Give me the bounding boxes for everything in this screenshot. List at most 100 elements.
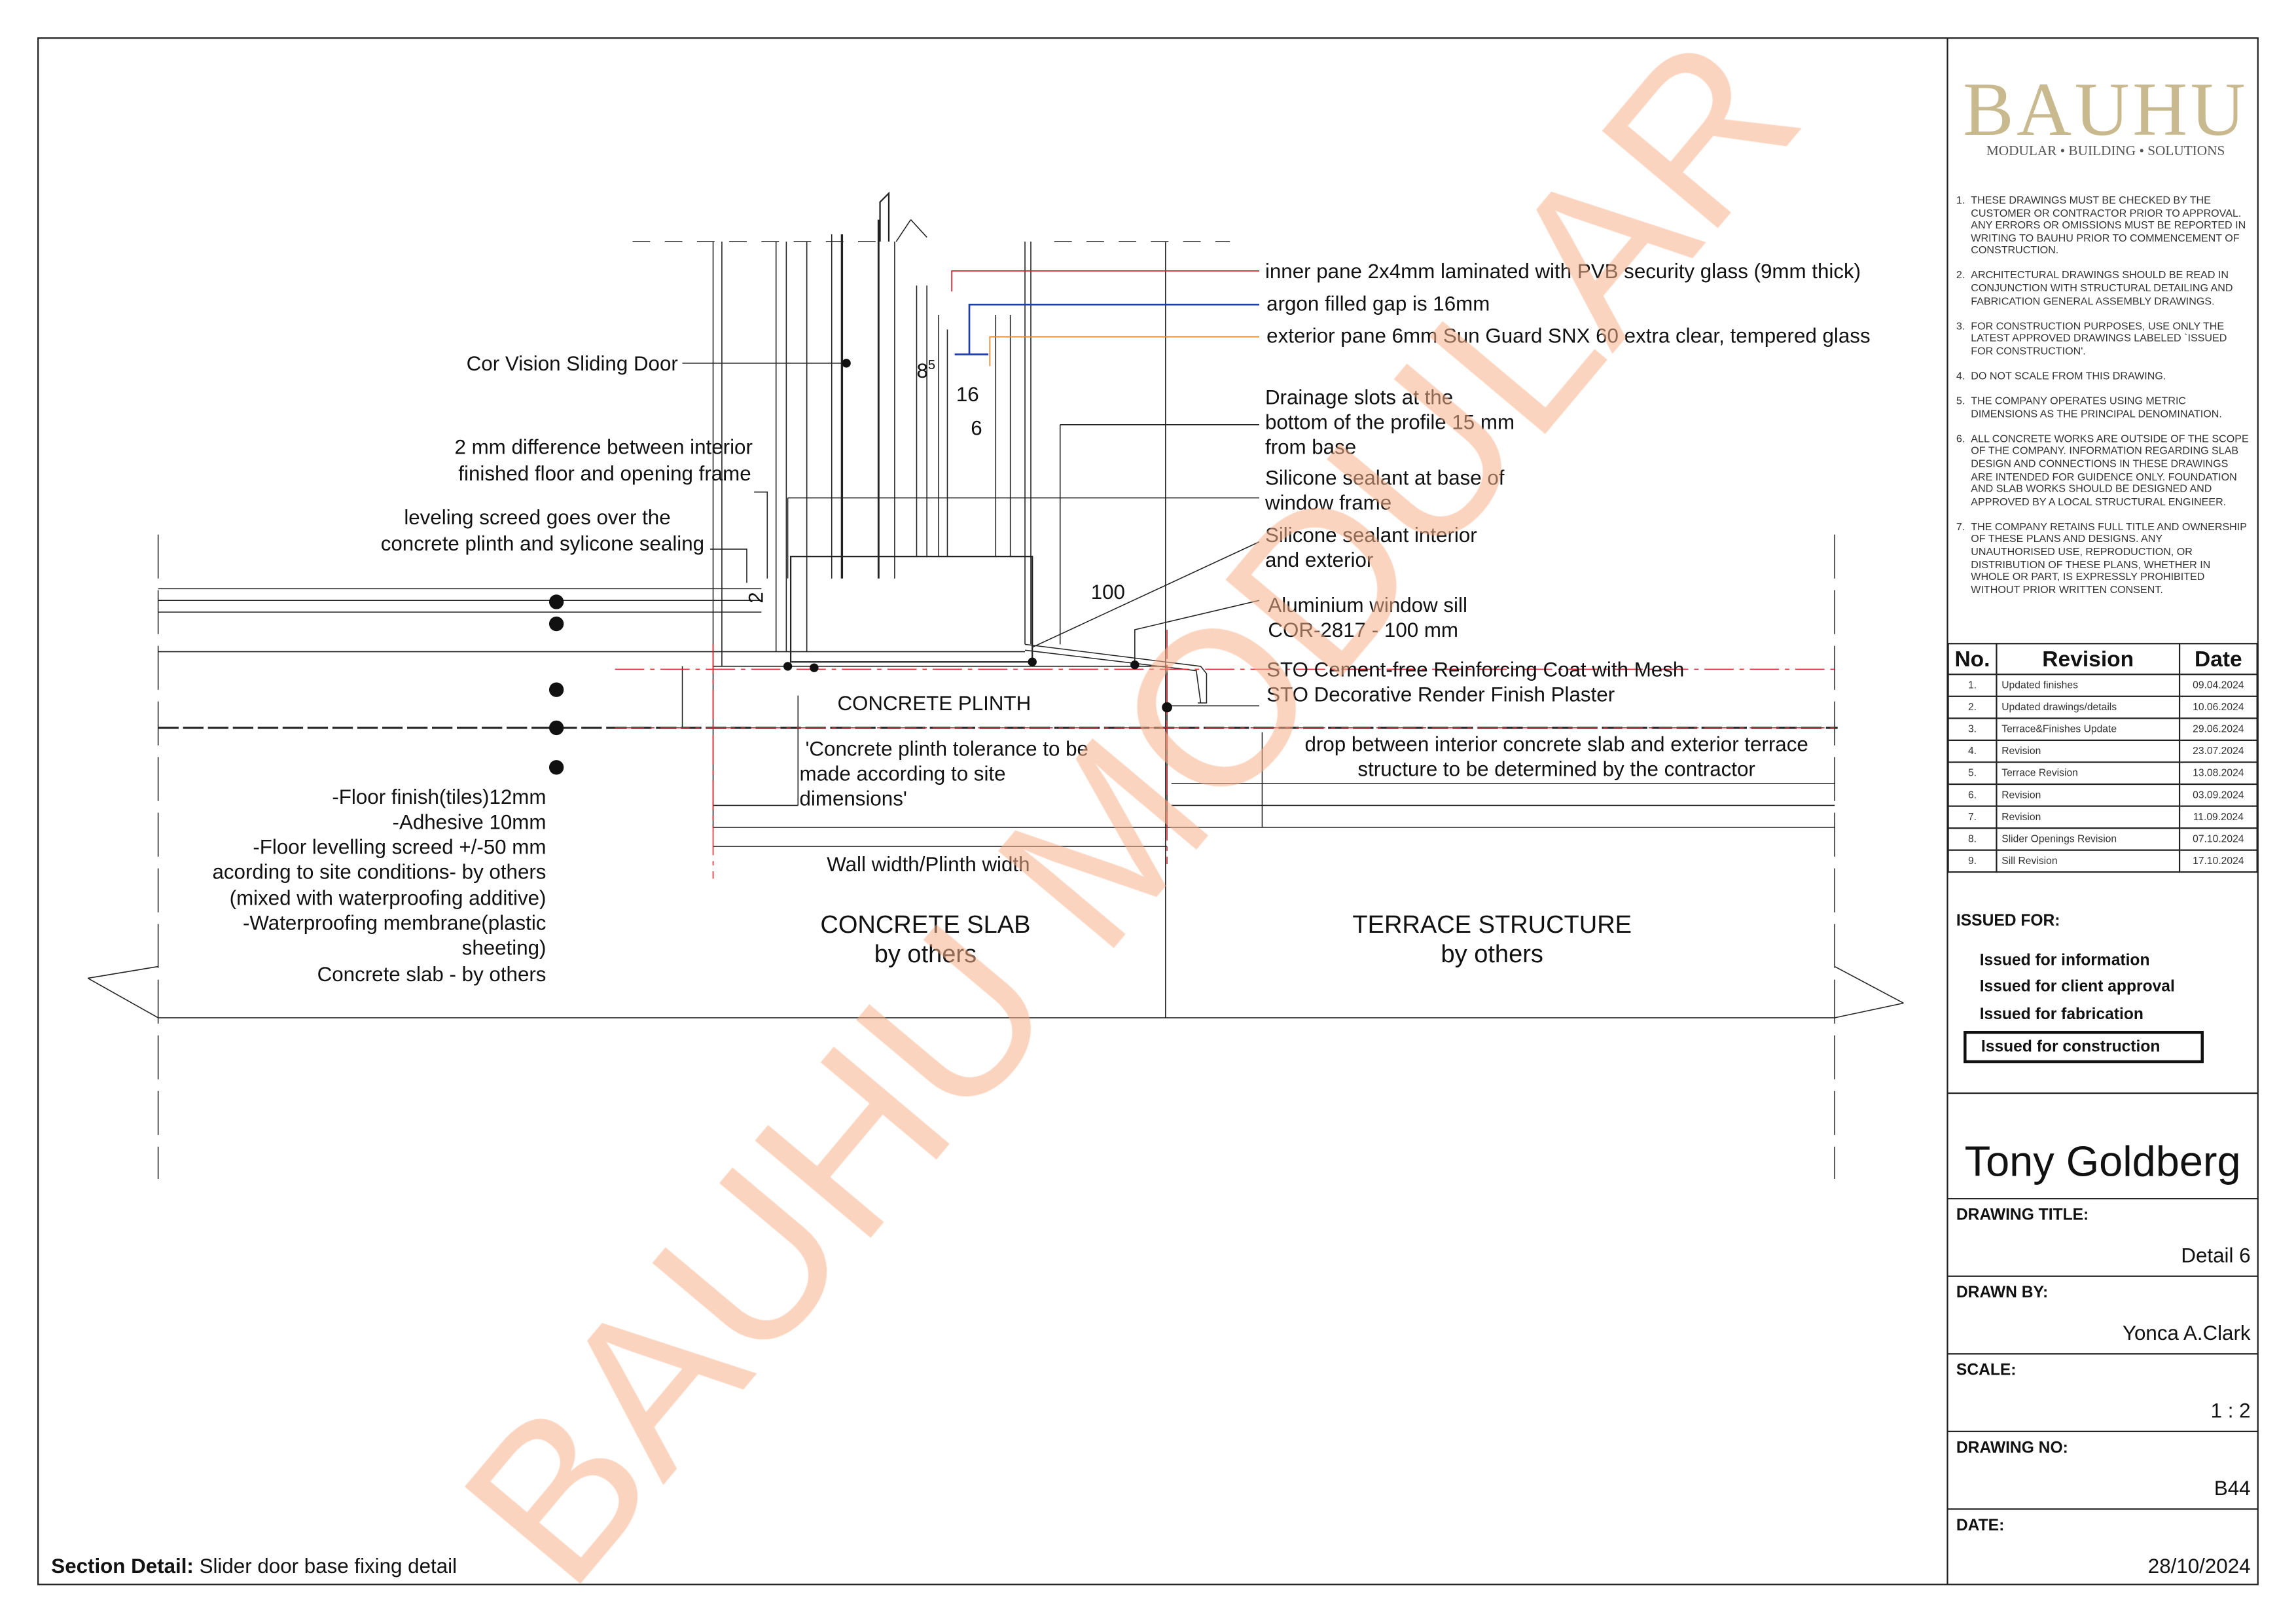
label-tolerance-2: made according to site (800, 762, 1006, 785)
label-diff-2: finished floor and opening frame (458, 462, 751, 485)
layer-item: sheeting) (462, 937, 547, 960)
label-screed-2: concrete plinth and sylicone sealing (381, 532, 704, 555)
col-no: No. (1947, 643, 1998, 676)
label-slab-1: CONCRETE SLAB (820, 911, 1030, 939)
rev-desc: Revision (1996, 805, 2181, 829)
dim-16: 16 (956, 383, 979, 406)
note-item: 3. FOR CONSTRUCTION PURPOSES, USE ONLY TH… (1956, 319, 2249, 358)
dim-2: 2 (745, 592, 768, 603)
layer-item: -Floor finish(tiles)12mm (332, 785, 546, 808)
rev-no: 5. (1947, 761, 1998, 785)
scale-value: 1 : 2 (2210, 1398, 2251, 1422)
rev-desc: Terrace&Finishes Update (1996, 717, 2181, 742)
layer-item: -Adhesive 10mm (393, 810, 547, 833)
logo-wordmark: BAUHU (1963, 69, 2249, 153)
layer-item: Concrete slab - by others (317, 963, 547, 986)
label-tolerance-1: 'Concrete plinth tolerance to be (805, 737, 1088, 760)
bauhu-logo: BAUHU MODULAR • BUILDING • SOLUTIONS (1962, 73, 2249, 160)
issued-option-fabrication[interactable]: Issued for fabrication (1979, 1005, 2144, 1024)
rev-date: 09.04.2024 (2178, 674, 2258, 697)
rev-desc: Slider Openings Revision (1996, 827, 2181, 851)
rev-date: 29.06.2024 (2178, 717, 2258, 742)
label-sill-2: COR-2817 - 100 mm (1268, 619, 1458, 641)
note-text: THE COMPANY OPERATES USING METRIC DIMENS… (1971, 394, 2222, 420)
label-drainage-2: bottom of the profile 15 mm (1265, 410, 1515, 433)
label-wall-width: Wall width/Plinth width (827, 853, 1030, 876)
note-text: ARCHITECTURAL DRAWINGS SHOULD BE READ IN… (1971, 268, 2233, 308)
date-label: DATE: (1956, 1517, 2005, 1535)
note-item: 7.THE COMPANY RETAINS FULL TITLE AND OWN… (1956, 519, 2249, 596)
layer-item: (mixed with waterproofing additive) (230, 887, 547, 910)
rev-no: 9. (1947, 849, 1998, 873)
col-date: Date (2178, 643, 2258, 676)
drawing-no: B44 (2214, 1476, 2251, 1500)
label-sealant-base-2: window frame (1265, 492, 1391, 514)
layer-list: -Floor finish(tiles)12mm -Adhesive 10mm … (212, 785, 546, 986)
rev-desc: Revision (1996, 783, 2181, 807)
note-number: 4. (1956, 369, 1965, 382)
note-text: FOR CONSTRUCTION PURPOSES, USE ONLY THE … (1971, 319, 2227, 357)
col-revision: Revision (1996, 643, 2181, 676)
note-text: ALL CONCRETE WORKS ARE OUTSIDE OF THE SC… (1971, 431, 2249, 508)
note-number: 6. (1956, 431, 1965, 445)
rev-desc: Sill Revision (1996, 849, 2181, 873)
drawing-title: Detail 6 (2181, 1243, 2251, 1267)
rev-date: 11.09.2024 (2178, 805, 2258, 829)
label-drainage-3: from base (1265, 436, 1356, 459)
label-sealant-ie-2: and exterior (1265, 549, 1373, 571)
label-drainage-1: Drainage slots at the (1265, 386, 1453, 408)
drawn-by-label: DRAWN BY: (1956, 1284, 2049, 1302)
scale-label: SCALE: (1956, 1362, 2017, 1380)
label-tolerance-3: dimensions' (800, 787, 907, 810)
rev-no: 3. (1947, 717, 1998, 742)
label-sto-1: STO Cement-free Reinforcing Coat with Me… (1266, 659, 1684, 681)
issued-for-title: ISSUED FOR: (1956, 912, 2060, 930)
layer-item: acording to site conditions- by others (212, 860, 546, 883)
issued-option-information[interactable]: Issued for information (1979, 952, 2150, 970)
note-number: 3. (1956, 319, 1965, 333)
issued-option-client-approval[interactable]: Issued for client approval (1979, 978, 2175, 996)
rev-no: 1. (1947, 674, 1998, 697)
note-text: DO NOT SCALE FROM THIS DRAWING. (1971, 369, 2166, 382)
label-argon: argon filled gap is 16mm (1266, 292, 1490, 315)
sheet-border (37, 37, 2259, 1585)
general-notes: 1.THESE DRAWINGS MUST BE CHECKED BY THE … (1956, 194, 2249, 609)
label-screed-1: leveling screed goes over the (404, 506, 670, 529)
rev-date: 07.10.2024 (2178, 827, 2258, 851)
note-item: 1.THESE DRAWINGS MUST BE CHECKED BY THE … (1956, 194, 2249, 258)
layer-item: -Waterproofing membrane(plastic (243, 912, 546, 935)
label-plinth: CONCRETE PLINTH (837, 692, 1031, 715)
label-slab-2: by others (874, 941, 977, 968)
drawing-no-label: DRAWING NO: (1956, 1439, 2068, 1458)
label-terrace-2: by others (1441, 941, 1543, 968)
label-diff-1: 2 mm difference between interior (454, 436, 752, 459)
label-exterior-pane: exterior pane 6mm Sun Guard SNX 60 extra… (1266, 325, 1870, 348)
issued-option-construction-selected[interactable]: Issued for construction (1964, 1030, 2204, 1064)
rev-date: 13.08.2024 (2178, 761, 2258, 785)
caption-label: Section Detail: (51, 1553, 194, 1578)
note-number: 5. (1956, 394, 1965, 408)
note-text: THE COMPANY RETAINS FULL TITLE AND OWNER… (1971, 519, 2247, 596)
label-sto-2: STO Decorative Render Finish Plaster (1266, 683, 1615, 706)
rev-no: 4. (1947, 739, 1998, 763)
rev-no: 7. (1947, 805, 1998, 829)
label-sealant-base-1: Silicone sealant at base of (1265, 467, 1505, 490)
rev-no: 6. (1947, 783, 1998, 807)
dim-8-5: 85 (916, 358, 935, 382)
caption-text: Slider door base fixing detail (199, 1553, 457, 1578)
drawing-title-label: DRAWING TITLE: (1956, 1206, 2089, 1225)
rev-no: 2. (1947, 695, 1998, 719)
label-drop-1: drop between interior concrete slab and … (1304, 733, 1808, 756)
date-value: 28/10/2024 (2147, 1553, 2251, 1578)
label-inner-pane: inner pane 2x4mm laminated with PVB secu… (1265, 260, 1861, 283)
exterior-pane-leader (989, 336, 1259, 367)
inner-pane-leader (951, 270, 1259, 292)
